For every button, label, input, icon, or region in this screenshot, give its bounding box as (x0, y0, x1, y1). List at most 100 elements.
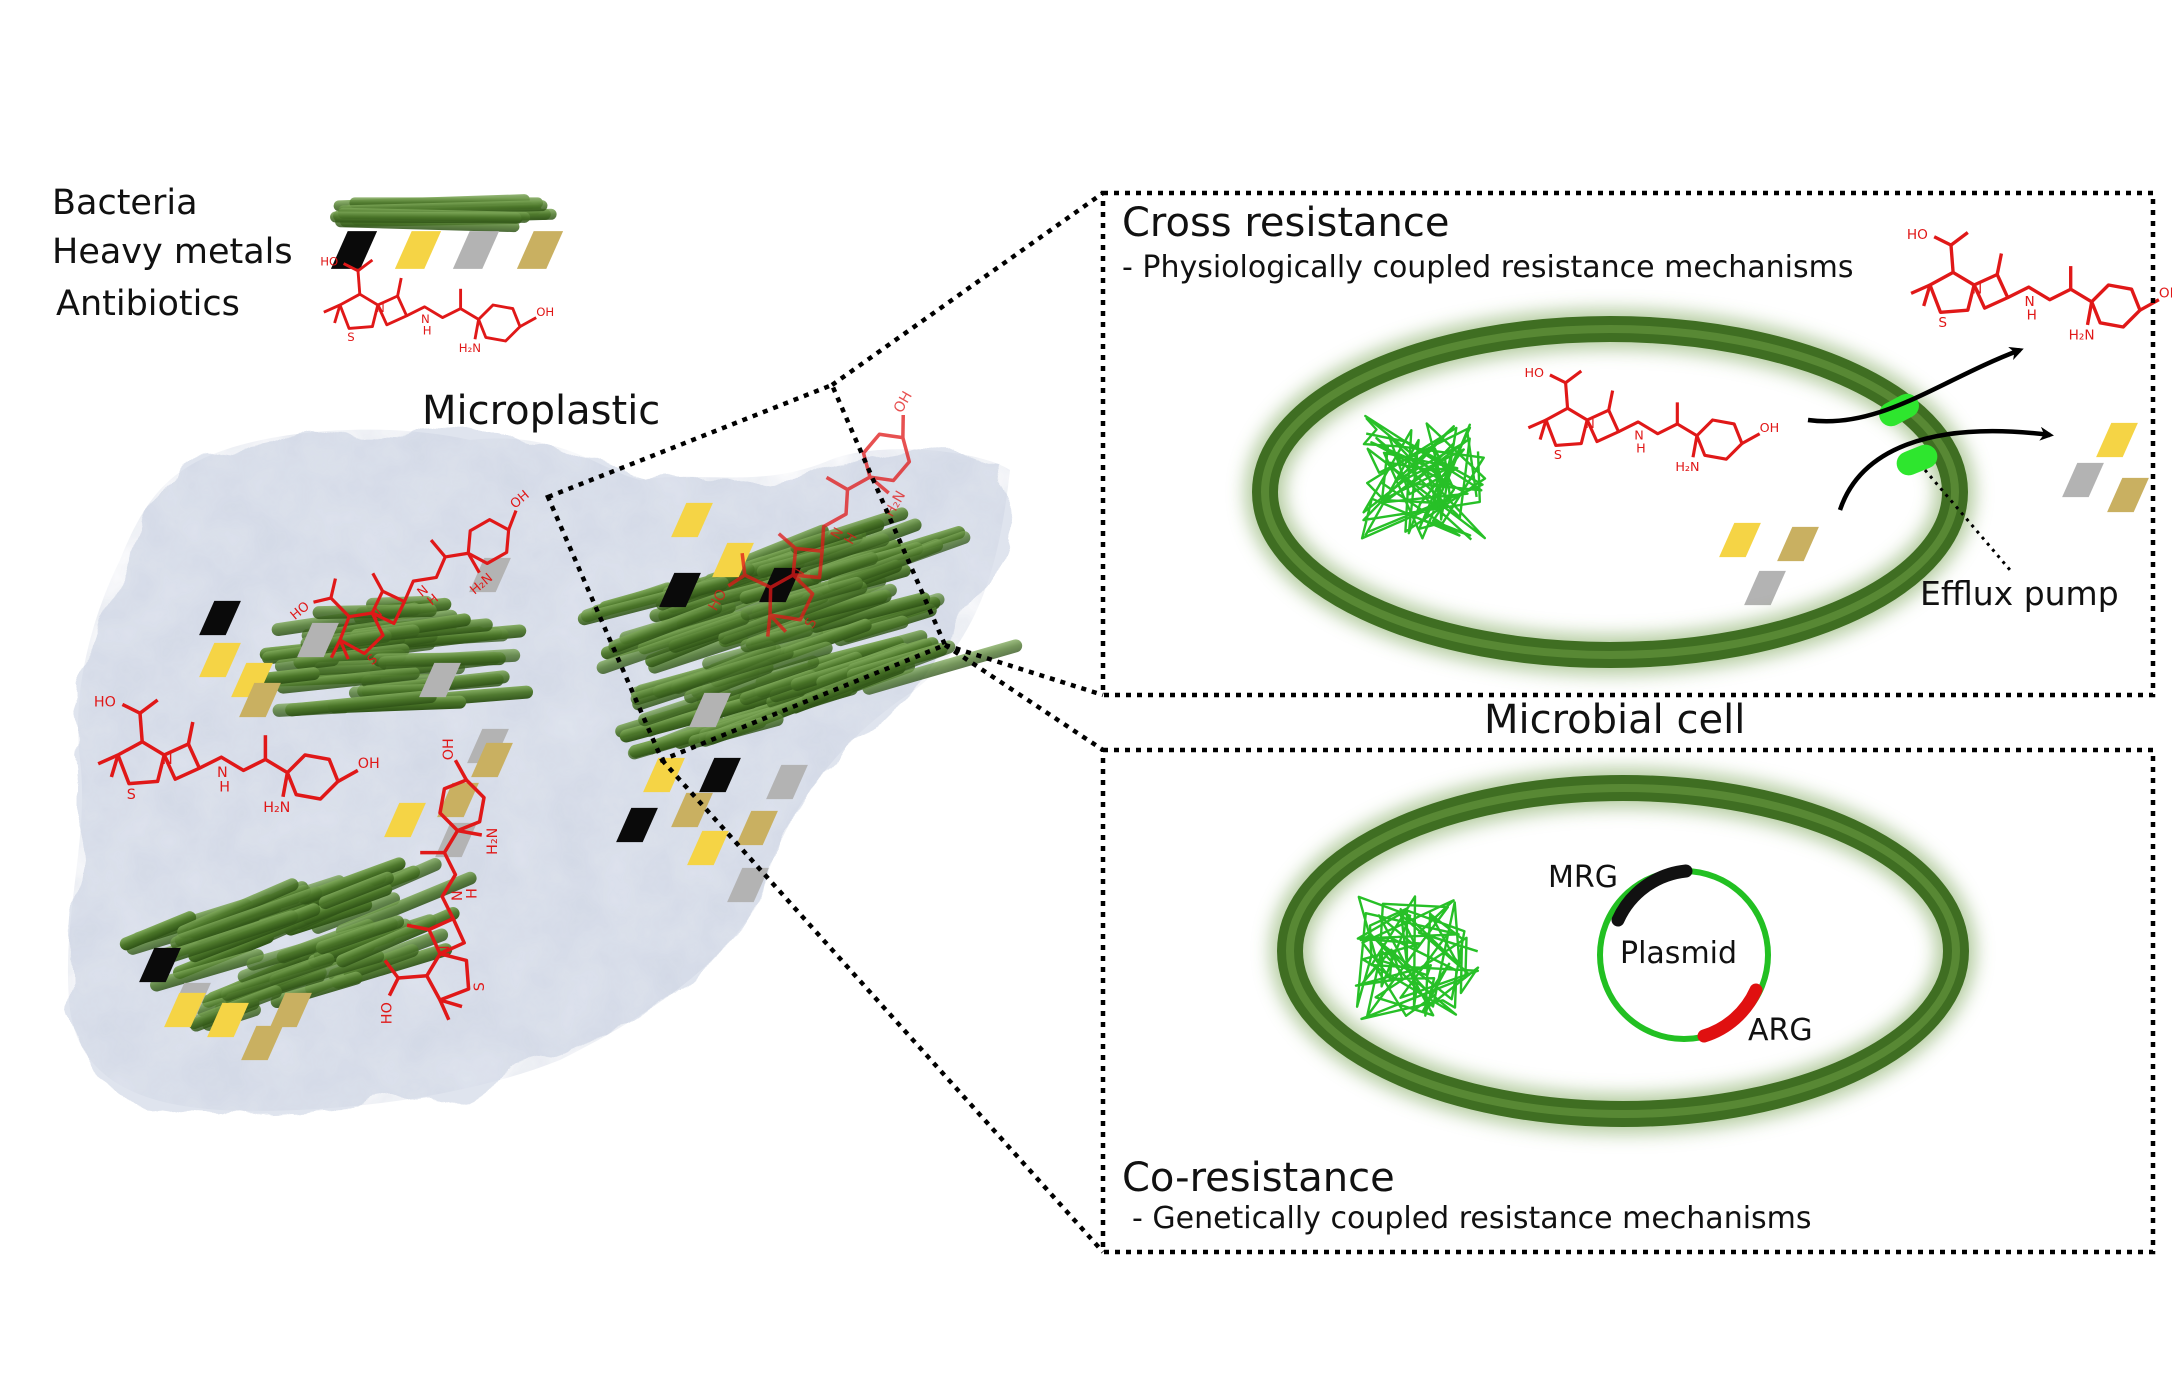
legend-heavy-metals-label: Heavy metals (52, 232, 293, 272)
metal-particle-10 (659, 572, 701, 608)
metal-particle-7 (419, 662, 461, 698)
svg-text:HO: HO (1907, 227, 1928, 243)
microbial-cell-label: Microbial cell (1484, 697, 1746, 743)
metal-particle-3 (231, 662, 273, 698)
svg-text:S: S (1938, 315, 1947, 331)
svg-text:HO: HO (380, 1002, 396, 1024)
metal-particle-18 (643, 757, 685, 793)
metal-particle-22 (616, 807, 658, 843)
metal-particle-19 (699, 757, 741, 793)
svg-text:N: N (217, 765, 228, 781)
svg-text:N: N (376, 301, 385, 315)
metal-particle-25 (727, 867, 769, 903)
metal-particle-6 (469, 557, 511, 593)
svg-text:S: S (472, 982, 488, 991)
metal-particle-26 (139, 947, 181, 983)
arg-gene-segment (1697, 983, 1763, 1043)
svg-text:N: N (1972, 281, 1982, 297)
efflux-pump-label: Efflux pump (1920, 574, 2119, 613)
dna-tangle-bottom (1354, 895, 1480, 1021)
co-resistance-panel (1100, 747, 2156, 1255)
svg-text:H: H (1636, 441, 1646, 456)
svg-text:H₂N: H₂N (459, 341, 481, 355)
metal-particle-4 (297, 622, 339, 658)
metal-particle-12 (689, 692, 731, 728)
svg-text:H₂N: H₂N (485, 828, 501, 855)
svg-text:N: N (421, 312, 430, 326)
svg-text:HO: HO (320, 254, 338, 268)
svg-text:H₂N: H₂N (263, 800, 290, 816)
metal-particle-5 (239, 682, 281, 718)
svg-text:H: H (423, 324, 432, 338)
svg-text:H₂N: H₂N (2069, 328, 2095, 344)
metal-particle-9 (712, 542, 754, 578)
efflux-pump (1807, 346, 2054, 571)
cross-resistance-title: Cross resistance (1122, 200, 1450, 246)
mrg-label: MRG (1548, 860, 1618, 895)
svg-text:S: S (347, 330, 354, 344)
svg-text:H: H (2027, 308, 2037, 324)
plasmid (1597, 864, 1771, 1043)
metal-particle-23 (687, 830, 729, 866)
metal-particle-36 (1777, 526, 1819, 562)
cell-membrane-top (1245, 309, 1975, 675)
svg-text:OH: OH (891, 389, 916, 416)
svg-text:N: N (2025, 294, 2035, 310)
chromosomal-dna (1354, 414, 1487, 1021)
svg-text:H₂N: H₂N (1675, 460, 1699, 475)
svg-text:HO: HO (1524, 366, 1544, 381)
metal-particle-15 (471, 742, 513, 778)
metal-particle-33 (2062, 462, 2104, 498)
cross-resistance-subtitle: - Physiologically coupled resistance mec… (1122, 250, 1854, 285)
arg-label: ARG (1748, 1013, 1813, 1048)
metal-particle-2 (199, 642, 241, 678)
cell-membrane-bottom (1270, 768, 1976, 1134)
svg-text:H: H (219, 779, 230, 795)
metal-particle-21 (671, 792, 713, 828)
metal-particle-30 (270, 992, 312, 1028)
dna-tangle-top (1360, 414, 1487, 541)
metal-particle-31 (164, 992, 206, 1028)
svg-text:OH: OH (536, 305, 554, 319)
legend-metal-khaki (516, 231, 564, 269)
legend-antibiotics-label: Antibiotics (56, 284, 240, 324)
co-resistance-subtitle: - Genetically coupled resistance mechani… (1132, 1201, 1812, 1236)
svg-text:S: S (127, 787, 136, 803)
svg-text:OH: OH (358, 756, 380, 772)
efflux-arrow-out-lower (1837, 426, 2054, 511)
svg-text:H: H (464, 888, 480, 899)
svg-text:N: N (437, 945, 453, 956)
co-resistance-title: Co-resistance (1122, 1155, 1395, 1201)
svg-text:N: N (1585, 417, 1595, 432)
efflux-arrow-out-upper (1807, 346, 2024, 424)
bacteria-cluster-lower-left (119, 857, 477, 1032)
svg-text:OH: OH (1760, 421, 1780, 436)
legend-metal-black (330, 231, 378, 269)
svg-text:N: N (1634, 429, 1644, 444)
metal-particle-37 (1744, 570, 1786, 606)
svg-text:S: S (1554, 448, 1562, 463)
legend-metal-gray (452, 231, 500, 269)
metal-particle-20 (766, 764, 808, 800)
metal-particle-28 (207, 1002, 249, 1038)
svg-text:OH: OH (2159, 286, 2172, 302)
metal-particle-32 (2096, 422, 2138, 458)
microplastic-label: Microplastic (422, 388, 661, 434)
metal-particle-14 (437, 782, 479, 818)
legend-bacteria-icon (330, 194, 557, 233)
legend-bacteria-label: Bacteria (52, 183, 198, 223)
zoom-connectors (545, 191, 1105, 1254)
legend-metal-yellow (394, 231, 442, 269)
metal-particle-24 (736, 810, 778, 846)
svg-text:OH: OH (441, 738, 457, 760)
metal-particle-1 (199, 600, 241, 636)
efflux-leader-line (1923, 469, 2012, 571)
metal-particle-35 (1719, 522, 1761, 558)
